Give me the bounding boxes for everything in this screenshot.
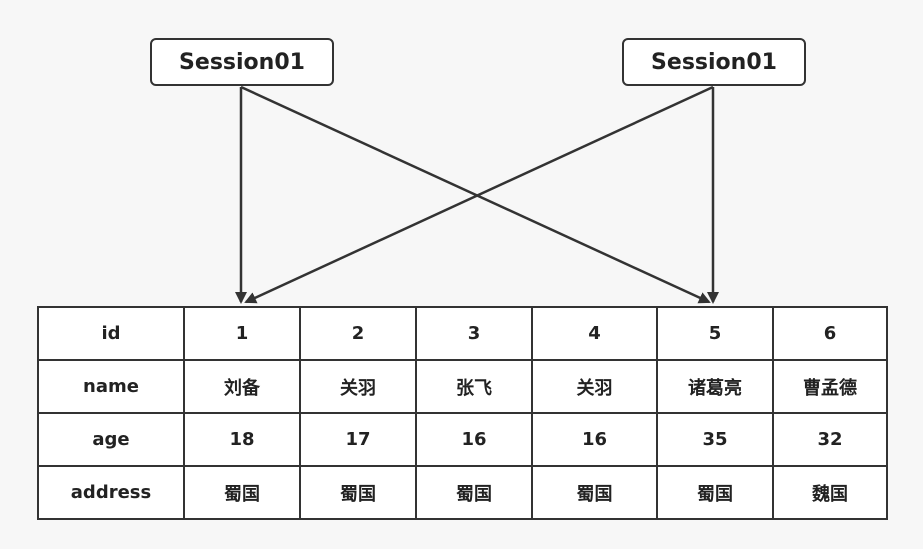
table-cell: 16 bbox=[531, 412, 658, 467]
table-cell: 蜀国 bbox=[299, 465, 417, 520]
table-cell: 1 bbox=[183, 306, 301, 361]
row-header-age: age bbox=[37, 412, 185, 467]
table-cell: 蜀国 bbox=[656, 465, 774, 520]
session-label-right: Session01 bbox=[651, 49, 777, 75]
table-cell: 4 bbox=[531, 306, 658, 361]
session-label-left: Session01 bbox=[179, 49, 305, 75]
table-cell: 蜀国 bbox=[183, 465, 301, 520]
table-row-id: id 1 2 3 4 5 6 bbox=[37, 306, 888, 361]
table-cell: 关羽 bbox=[299, 359, 417, 414]
data-table: id 1 2 3 4 5 6 name 刘备 关羽 张飞 关羽 诸葛亮 曹孟德 … bbox=[37, 306, 888, 520]
table-cell: 刘备 bbox=[183, 359, 301, 414]
row-header-id: id bbox=[37, 306, 185, 361]
arrow-right-to-id1 bbox=[244, 85, 714, 304]
table-cell: 曹孟德 bbox=[772, 359, 888, 414]
row-header-name: name bbox=[37, 359, 185, 414]
table-cell: 18 bbox=[183, 412, 301, 467]
table-cell: 6 bbox=[772, 306, 888, 361]
table-cell: 17 bbox=[299, 412, 417, 467]
row-header-address: address bbox=[37, 465, 185, 520]
table-cell: 诸葛亮 bbox=[656, 359, 774, 414]
table-cell: 3 bbox=[415, 306, 533, 361]
table-cell: 35 bbox=[656, 412, 774, 467]
table-cell: 魏国 bbox=[772, 465, 888, 520]
table-cell: 16 bbox=[415, 412, 533, 467]
table-cell: 张飞 bbox=[415, 359, 533, 414]
session-box-left: Session01 bbox=[150, 38, 334, 86]
table-cell: 关羽 bbox=[531, 359, 658, 414]
table-cell: 蜀国 bbox=[415, 465, 533, 520]
table-row-name: name 刘备 关羽 张飞 关羽 诸葛亮 曹孟德 bbox=[37, 359, 888, 414]
table-cell: 蜀国 bbox=[531, 465, 658, 520]
arrow-left-to-id5 bbox=[240, 85, 711, 304]
table-cell: 5 bbox=[656, 306, 774, 361]
session-box-right: Session01 bbox=[622, 38, 806, 86]
table-row-address: address 蜀国 蜀国 蜀国 蜀国 蜀国 魏国 bbox=[37, 465, 888, 520]
table-cell: 2 bbox=[299, 306, 417, 361]
table-cell: 32 bbox=[772, 412, 888, 467]
table-row-age: age 18 17 16 16 35 32 bbox=[37, 412, 888, 467]
